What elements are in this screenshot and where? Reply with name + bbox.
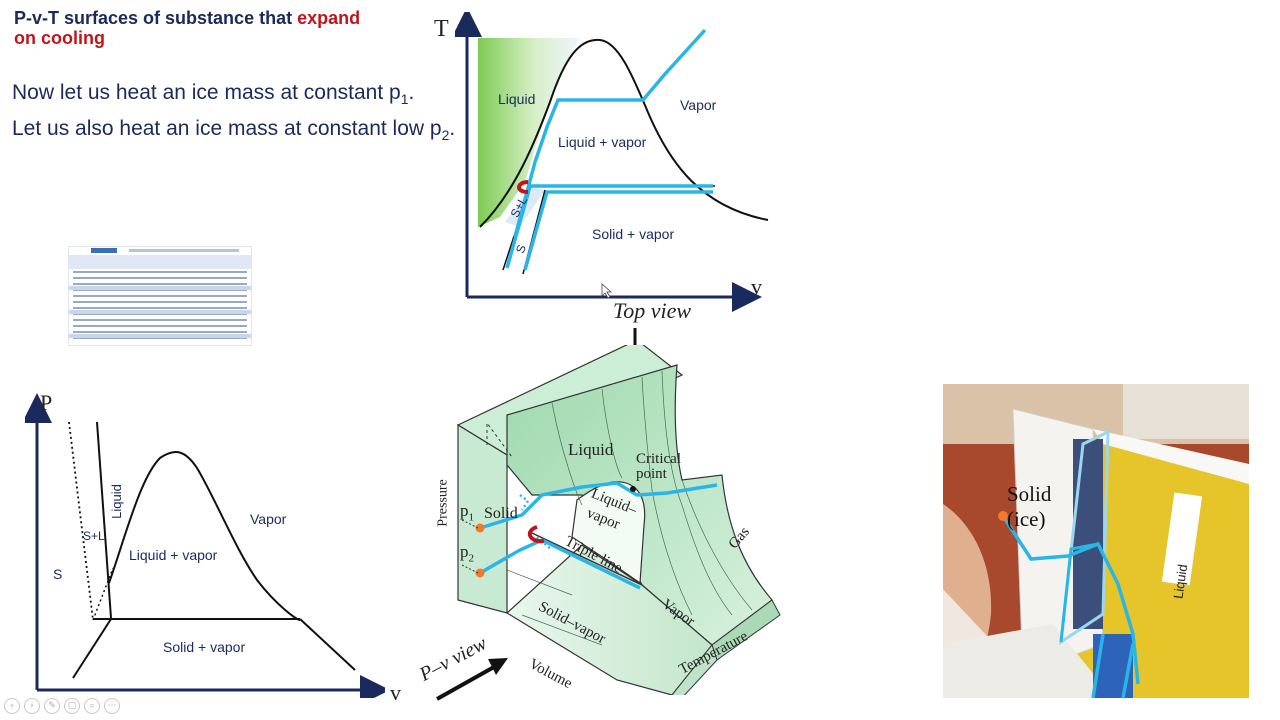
- title-red-2: on cooling: [14, 28, 105, 48]
- slideshow-toolbar: ‹ › ✎ ▢ ⌕ ⋯: [4, 698, 120, 716]
- line2-sub: 2: [441, 127, 450, 144]
- pv-solid-vapor-label: Solid + vapor: [163, 639, 246, 655]
- p1-point: [475, 523, 485, 533]
- pen-icon[interactable]: ✎: [44, 698, 60, 714]
- tv-diagram: [455, 12, 769, 312]
- pv-liquid-label: Liquid: [108, 484, 124, 519]
- critical-point-dot: [630, 486, 636, 492]
- tv-process-p1: [513, 28, 707, 238]
- line2-end: .: [449, 117, 456, 140]
- surface-red-marker: [527, 525, 545, 544]
- p2-point: [475, 568, 485, 578]
- p1-label: p1: [460, 501, 474, 523]
- pv-vapor-label: Vapor: [250, 511, 287, 527]
- surface-process-p1: [479, 481, 718, 530]
- p1-sub: 1: [468, 511, 475, 524]
- zoom-icon[interactable]: ⌕: [84, 698, 100, 714]
- body-line-1: Now let us heat an ice mass at constant …: [12, 81, 414, 107]
- line2-text: Let us also heat an ice mass at constant…: [12, 117, 442, 140]
- prev-icon[interactable]: ‹: [4, 698, 20, 714]
- liquid-region: [478, 38, 580, 227]
- surface-solid-label: Solid: [484, 505, 518, 522]
- pv-axis-y-label: P: [40, 390, 53, 415]
- critical-label-2: point: [636, 466, 667, 482]
- tv-solid-vapor-label: Solid + vapor: [592, 226, 675, 242]
- photo-point: [998, 511, 1008, 521]
- critical-label-1: Critical: [636, 451, 681, 467]
- ice-model-photo: Solid (ice) Liquid: [943, 384, 1249, 698]
- pv-s-plus-l-label: S+L: [83, 529, 105, 543]
- pv-s-label: S: [53, 566, 63, 582]
- photo-ice-label: (ice): [1007, 507, 1046, 531]
- play-icon[interactable]: ›: [24, 698, 40, 714]
- pv-liquid-vapor-label: Liquid + vapor: [129, 547, 218, 563]
- steam-table-graphic: [69, 248, 251, 339]
- pv-view-arrow: [436, 658, 508, 701]
- tv-vapor-label: Vapor: [680, 97, 717, 113]
- photo-solid-label: Solid: [1007, 482, 1052, 506]
- photo-illustration: [943, 384, 1249, 698]
- p1-text: p: [460, 501, 469, 520]
- pv-diagram: [25, 393, 385, 698]
- slide-title: P-v-T surfaces of substance that expand …: [14, 8, 360, 48]
- more-icon[interactable]: ⋯: [104, 698, 120, 714]
- cursor-icon: [601, 283, 613, 299]
- title-red-1: expand: [297, 8, 361, 28]
- tv-axis-y-label: T: [434, 16, 449, 42]
- pv-saturation-dome: [108, 451, 301, 621]
- pvt-surface-3d: [456, 345, 781, 695]
- triple-line: [531, 532, 643, 586]
- surface-process-p2: [479, 538, 641, 590]
- pressure-axis-label: Pressure: [435, 479, 451, 527]
- p2-text: p: [460, 542, 469, 561]
- pv-liquid-line: [96, 421, 112, 619]
- copy-icon[interactable]: ▢: [64, 698, 80, 714]
- tv-liquid-vapor-label: Liquid + vapor: [558, 134, 647, 150]
- tv-saturation-dome: [479, 38, 769, 228]
- pv-axis-x-label: v: [390, 680, 401, 705]
- title-main: P-v-T surfaces of substance that: [14, 8, 293, 28]
- steam-table-thumbnail: [68, 246, 252, 346]
- body-line-2: Let us also heat an ice mass at constant…: [12, 117, 455, 143]
- line1-text: Now let us heat an ice mass at constant …: [12, 81, 401, 104]
- line1-end: .: [408, 81, 415, 104]
- tv-liquid-label: Liquid: [498, 91, 536, 107]
- surface-liquid-label: Liquid: [568, 440, 614, 459]
- tv-axis-x-label: v: [751, 274, 762, 299]
- line1-sub: 1: [400, 91, 409, 108]
- p2-label: p2: [460, 542, 474, 564]
- p2-sub: 2: [468, 552, 475, 565]
- top-view-caption: Top view: [613, 298, 692, 323]
- tv-red-marker: [517, 180, 529, 194]
